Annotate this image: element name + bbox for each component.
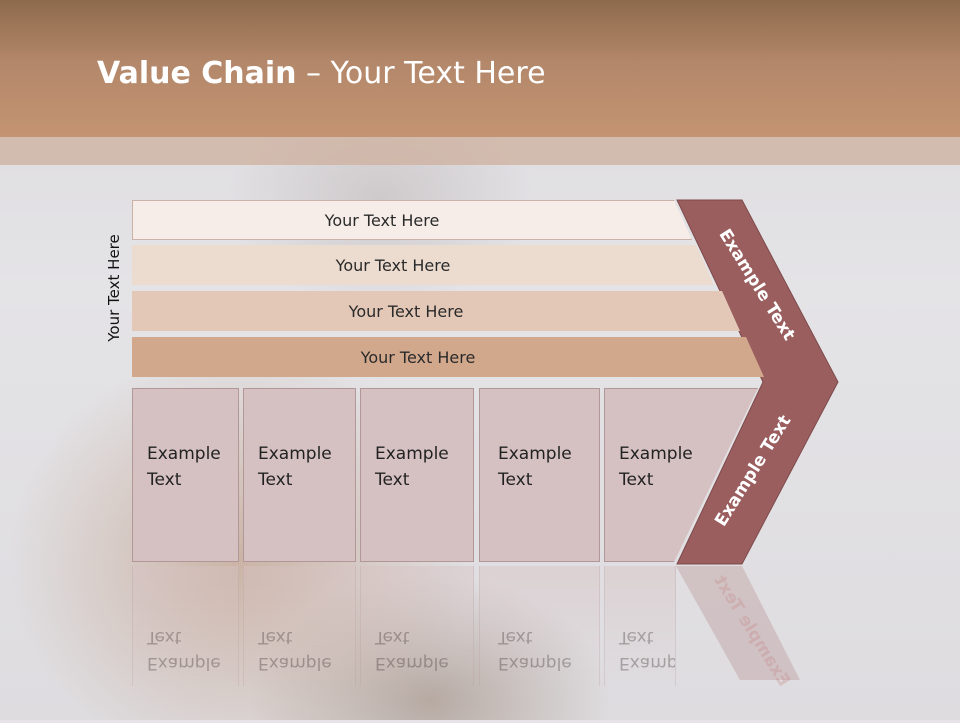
header-strip [0,137,960,165]
chevron-arrow [676,199,839,565]
support-bar-3-label: Your Text Here [348,301,464,321]
support-bar-3[interactable]: Your Text Here [132,291,740,331]
header-band [0,0,960,137]
title-rest: – Your Text Here [296,56,546,91]
support-bar-4[interactable]: Your Text Here [132,337,764,377]
support-bar-1[interactable]: Your Text Here [132,200,692,240]
chevron-reflection [676,566,800,680]
support-bar-4-label: Your Text Here [360,347,476,367]
support-bar-1-label: Your Text Here [324,210,440,230]
support-bar-2[interactable]: Your Text Here [132,245,714,285]
title-bold: Value Chain [97,56,297,91]
support-bar-2-label: Your Text Here [335,255,451,275]
slide-title[interactable]: Value Chain – Your Text Here [97,56,546,91]
